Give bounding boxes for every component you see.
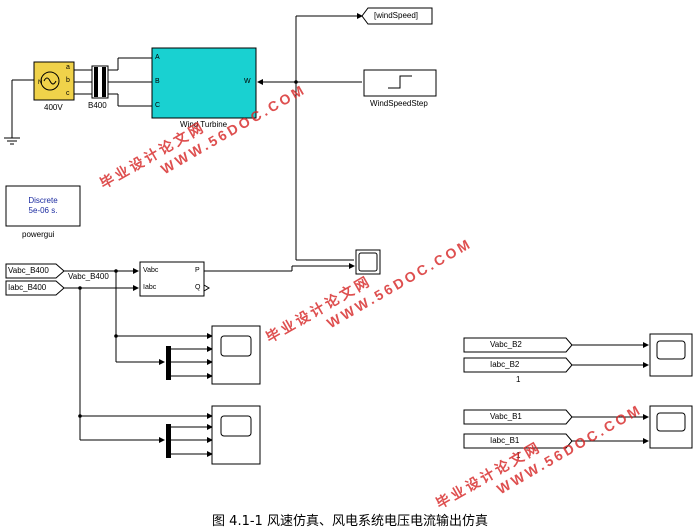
source-port-a: a xyxy=(66,64,70,71)
wind-speed-step-block[interactable] xyxy=(363,69,437,97)
gain-b1-label: 1 xyxy=(516,451,521,460)
turbine-port-w: W xyxy=(244,78,251,85)
scope-b1[interactable] xyxy=(649,405,693,449)
from-vabc-b1-block[interactable] xyxy=(463,409,573,425)
from-iabc-b400-text: Iabc_B400 xyxy=(8,283,47,292)
from-iabc-b2-block[interactable] xyxy=(463,357,573,373)
source-port-c: c xyxy=(66,90,70,97)
gain-b2-label: 1 xyxy=(516,375,521,384)
turbine-port-b: B xyxy=(155,78,160,85)
scope-power-windspeed[interactable] xyxy=(355,249,381,275)
from-iabc-b2-text: Iabc_B2 xyxy=(490,360,520,369)
pq-measurement-block[interactable] xyxy=(139,261,210,297)
from-vabc-b400-text: Vabc_B400 xyxy=(8,266,49,275)
goto-windspeed-block[interactable] xyxy=(361,7,433,25)
from-vabc-b2-text: Vabc_B2 xyxy=(490,340,522,349)
wind-turbine-block[interactable] xyxy=(151,47,257,119)
wind-turbine-label: Wind Turbine xyxy=(180,120,228,129)
demux-current-block[interactable] xyxy=(166,424,213,458)
ground-symbol xyxy=(4,80,20,145)
powergui-mode-text: Discrete xyxy=(28,196,58,205)
right-group-b1 xyxy=(463,405,693,449)
from-iabc-b1-text: Iabc_B1 xyxy=(490,436,520,445)
scope-current[interactable] xyxy=(211,405,261,465)
pq-port-p: P xyxy=(195,267,200,274)
from-iabc-b1-block[interactable] xyxy=(463,433,573,449)
scope-voltage[interactable] xyxy=(211,325,261,385)
right-group-b2 xyxy=(463,333,693,377)
source-voltage-label: 400V xyxy=(44,103,63,112)
from-vabc-b400-block[interactable] xyxy=(5,263,65,279)
powergui-label: powergui xyxy=(22,230,55,239)
source-port-b: b xyxy=(66,77,70,84)
from-iabc-b400-block[interactable] xyxy=(5,280,65,296)
turbine-port-a: A xyxy=(155,54,160,61)
bus-b400-label: B400 xyxy=(88,101,107,110)
wind-speed-step-label: WindSpeedStep xyxy=(370,99,428,108)
pq-port-vabc: Vabc xyxy=(143,267,159,274)
from-vabc-b2-block[interactable] xyxy=(463,337,573,353)
three-phase-source-block[interactable]: N xyxy=(33,61,75,101)
powergui-block[interactable] xyxy=(5,185,81,227)
figure-caption: 图 4.1-1 风速仿真、风电系统电压电流输出仿真 xyxy=(212,514,488,529)
goto-windspeed-label: [windSpeed] xyxy=(374,11,419,20)
scope-b2[interactable] xyxy=(649,333,693,377)
svg-text:N: N xyxy=(38,80,42,86)
pq-port-iabc: Iabc xyxy=(143,284,157,291)
turbine-port-c: C xyxy=(155,102,161,109)
powergui-sample-time: 5e-06 s. xyxy=(28,206,58,215)
demux-voltage-block[interactable] xyxy=(166,346,213,380)
pq-port-q: Q xyxy=(195,284,201,291)
signal-vabc-b400-label: Vabc_B400 xyxy=(68,272,109,281)
bus-b400-block[interactable] xyxy=(91,65,109,99)
from-vabc-b1-text: Vabc_B1 xyxy=(490,412,522,421)
